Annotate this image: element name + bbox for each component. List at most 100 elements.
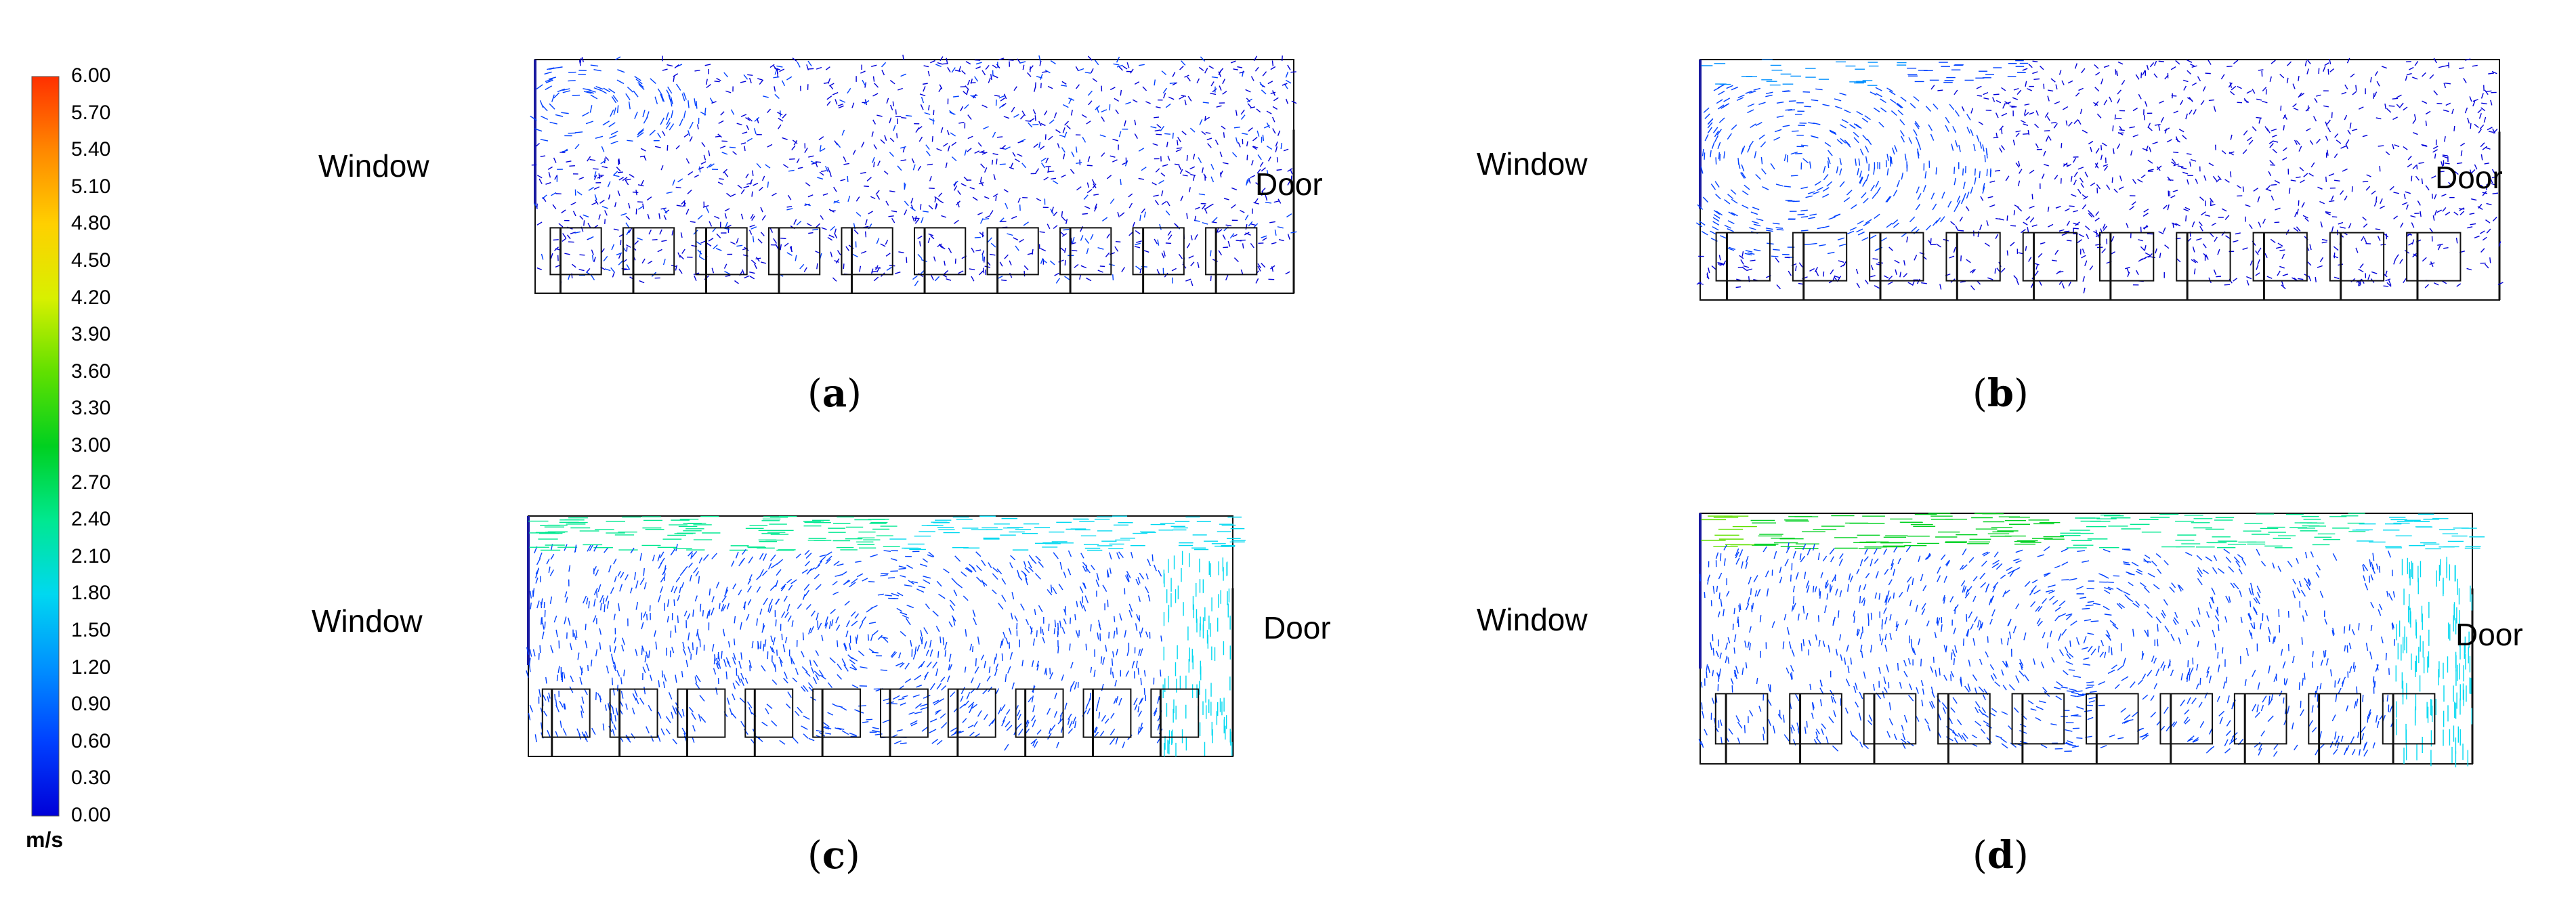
- vector: [2115, 683, 2120, 689]
- vector: [803, 584, 810, 591]
- vector: [747, 599, 752, 605]
- vector: [1088, 697, 1091, 704]
- vector: [1015, 158, 1020, 163]
- vector: [904, 209, 908, 215]
- vector: [2158, 125, 2161, 131]
- vector: [780, 659, 782, 667]
- vector: [2258, 221, 2262, 228]
- vector: [2429, 74, 2434, 79]
- vector: [2281, 284, 2286, 290]
- vector: [2182, 171, 2189, 175]
- vector: [834, 233, 838, 239]
- vector: [578, 177, 584, 180]
- vector: [688, 632, 690, 641]
- vector: [1800, 144, 1809, 147]
- panel-d: Window Door (d): [1470, 494, 2567, 914]
- vector: [2217, 175, 2222, 181]
- vector: [974, 236, 981, 238]
- vector: [2380, 205, 2385, 209]
- vector: [1116, 648, 1118, 656]
- vector: [845, 246, 849, 251]
- vector: [657, 249, 662, 253]
- vector: [1822, 187, 1830, 192]
- vector: [1110, 87, 1116, 91]
- vector: [688, 130, 691, 137]
- vector: [2255, 250, 2259, 255]
- vector: [1231, 204, 1236, 209]
- vector: [1211, 76, 1218, 79]
- vector: [748, 574, 753, 580]
- vector: [544, 71, 552, 75]
- vector: [639, 553, 642, 561]
- vector: [926, 150, 931, 156]
- vector: [1915, 604, 1918, 613]
- vector: [2336, 139, 2342, 144]
- vector: [1049, 260, 1055, 265]
- vector: [675, 186, 681, 189]
- vector: [772, 192, 777, 196]
- vector: [2347, 129, 2351, 135]
- vector: [2349, 123, 2352, 129]
- vector: [2015, 130, 2021, 133]
- vector: [1069, 721, 1073, 729]
- vector: [1790, 574, 1792, 582]
- vector: [803, 733, 809, 739]
- vector: [1970, 108, 1974, 114]
- vector: [1815, 737, 1821, 744]
- vector: [815, 223, 820, 228]
- vector: [1277, 226, 1284, 229]
- vector: [593, 87, 601, 91]
- vector: [2388, 280, 2392, 286]
- vector: [2478, 204, 2483, 209]
- vector: [2111, 177, 2113, 183]
- vector: [660, 207, 667, 210]
- vector: [657, 734, 661, 742]
- vector: [1720, 737, 1723, 744]
- vector: [888, 215, 894, 217]
- vector: [2061, 687, 2068, 689]
- vector: [1822, 194, 1830, 198]
- vector: [990, 210, 994, 215]
- vector: [989, 253, 996, 256]
- vector: [1799, 553, 1802, 561]
- vector: [2367, 716, 2369, 723]
- vector: [1747, 252, 1755, 255]
- vector: [1128, 609, 1133, 618]
- vector: [1714, 181, 1720, 188]
- vector: [2327, 119, 2331, 125]
- vector: [2173, 151, 2179, 154]
- vector: [699, 256, 705, 261]
- vector: [1750, 259, 1756, 262]
- vector: [921, 660, 925, 668]
- vector: [950, 132, 956, 137]
- vector: [1907, 584, 1910, 592]
- vector: [2093, 230, 2098, 234]
- vector: [2116, 587, 2123, 592]
- vector: [1107, 570, 1110, 578]
- vector: [2304, 60, 2307, 66]
- vector: [862, 79, 866, 86]
- vector: [1890, 563, 1894, 570]
- vector: [536, 84, 543, 90]
- vector: [2079, 177, 2084, 183]
- vector: [601, 146, 605, 152]
- vector: [1710, 150, 1712, 158]
- vector: [1945, 125, 1949, 132]
- vector: [1954, 167, 1956, 174]
- vector: [2061, 80, 2065, 85]
- desk-unit: [1205, 227, 1258, 276]
- vector: [1815, 270, 1819, 276]
- vector: [914, 703, 922, 709]
- vector: [2358, 280, 2360, 286]
- vector: [1712, 127, 1718, 133]
- vector: [797, 706, 803, 714]
- vector: [861, 142, 865, 148]
- vector: [1930, 133, 1935, 141]
- vector: [643, 567, 645, 576]
- vector: [1040, 123, 1046, 127]
- vector: [1134, 704, 1138, 710]
- vector: [981, 580, 986, 587]
- vector: [2002, 103, 2006, 109]
- vector: [2100, 745, 2107, 749]
- vector: [1886, 222, 1893, 228]
